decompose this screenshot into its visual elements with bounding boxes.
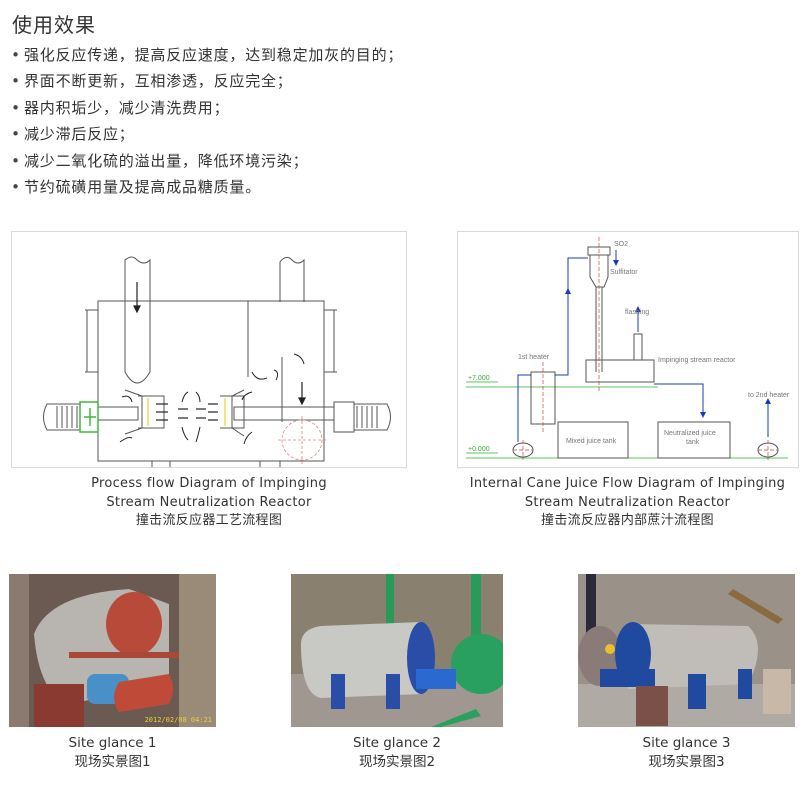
bullet-icon: • <box>11 125 21 144</box>
list-item: •节约硫磺用量及提高成品糖质量。 <box>8 174 403 200</box>
bullet-icon: • <box>11 46 21 64</box>
site-photo-2-caption: Site glance 2 现场实景图2 <box>353 735 441 770</box>
benefits-list: •强化反应传递，提高反应速度，达到稳定加灰的目的； •界面不断更新，互相渗透，反… <box>8 42 403 200</box>
list-item: •器内积垢少，减少清洗费用； <box>8 95 403 121</box>
bullet-icon: • <box>11 177 21 196</box>
photo-timestamp: 2012/02/08 04:21 <box>144 716 212 724</box>
site-photo-1: 2012/02/08 04:21 <box>9 574 216 727</box>
reactor-schematic <box>43 256 391 467</box>
list-item: •强化反应传递，提高反应速度，达到稳定加灰的目的； <box>8 42 403 68</box>
flashing-label: flashing <box>625 309 649 316</box>
neutral-tank-label-2: tank <box>686 439 700 446</box>
bullet-icon: • <box>11 98 21 117</box>
site-photo-3-caption: Site glance 3 现场实景图3 <box>642 735 731 770</box>
reactor-label: Impinging stream reactor <box>658 357 736 364</box>
neutral-tank-label: Neutralized juice <box>664 430 716 437</box>
list-item: •减少二氧化硫的溢出量，降低环境污染； <box>8 148 403 174</box>
site-photo-2 <box>291 574 503 727</box>
juice-flow-diagram: +7.000 +0.000 <box>457 231 799 468</box>
sulfitator-label: Sulfitator <box>610 269 638 276</box>
site-photo-1-caption: Site glance 1 现场实景图1 <box>68 735 157 770</box>
bullet-icon: • <box>11 151 21 170</box>
so2-label: SO2 <box>614 241 628 248</box>
juice-flow-caption: Internal Cane Juice Flow Diagram of Impi… <box>469 476 786 528</box>
mixed-tank-label: Mixed juice tank <box>566 438 617 445</box>
juice-flow-schematic: +7.000 +0.000 <box>466 237 790 460</box>
bullet-icon: • <box>11 72 21 91</box>
site-photo-3 <box>578 574 795 727</box>
level-low-label: +0.000 <box>468 446 490 453</box>
list-item: •界面不断更新，互相渗透，反应完全； <box>8 68 403 94</box>
heater1-label: 1st heater <box>518 354 550 361</box>
list-item: •减少滞后反应； <box>8 121 403 147</box>
process-flow-diagram <box>11 231 407 468</box>
to-heater2-label: to 2nd heater <box>748 392 790 399</box>
level-high-label: +7.000 <box>468 375 490 382</box>
section-title: 使用效果 <box>12 13 96 37</box>
process-flow-caption: Process flow Diagram of Impinging Stream… <box>91 476 327 528</box>
